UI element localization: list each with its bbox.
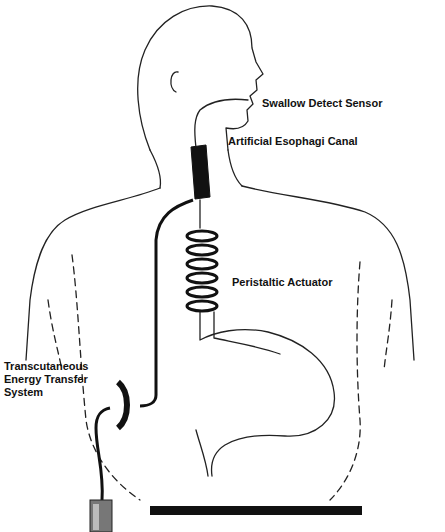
neck-outline — [228, 150, 242, 186]
neck-outline — [150, 150, 161, 188]
torso-outline — [330, 262, 360, 500]
external-battery — [93, 504, 99, 530]
stomach-outline — [200, 312, 334, 476]
canal-label: Artificial Esophagi Canal — [228, 135, 358, 148]
stomach-outline — [214, 312, 280, 354]
stomach-outline — [196, 430, 208, 476]
arm-inner — [48, 300, 62, 370]
left-shoulder — [26, 188, 160, 360]
right-shoulder — [242, 186, 414, 360]
external-battery — [90, 500, 112, 532]
actuator-coil — [187, 245, 217, 255]
power-wire — [140, 200, 193, 406]
head-outline — [138, 6, 263, 150]
actuator-coil — [187, 273, 217, 283]
actuator-coil — [187, 231, 217, 241]
external-cable — [96, 408, 110, 500]
waist-belt — [150, 506, 362, 515]
sensor-label: Swallow Detect Sensor — [262, 97, 382, 110]
tet-label: Transcutaneous Energy Transfer System — [4, 360, 92, 399]
actuator-label: Peristaltic Actuator — [232, 276, 332, 289]
actuator-coil — [187, 287, 217, 297]
actuator-coil — [187, 259, 217, 269]
esophagus-line — [199, 200, 200, 228]
ear — [171, 72, 178, 92]
actuator-coil — [187, 301, 217, 311]
arm-inner — [384, 300, 392, 370]
esophagus-canal — [191, 145, 210, 199]
tet-coil — [118, 382, 127, 428]
